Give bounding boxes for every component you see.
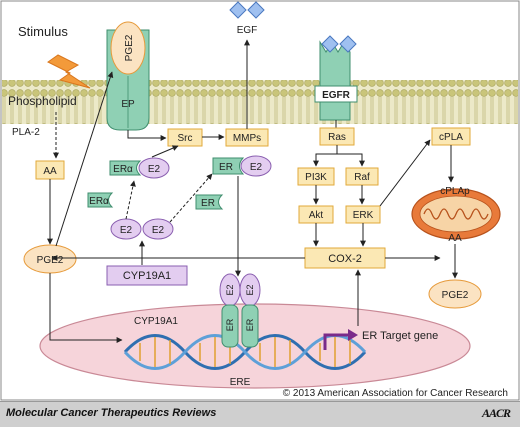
er-dimer-label: ER	[245, 318, 255, 331]
e2-label: E2	[148, 164, 161, 175]
aa-left-label: AA	[43, 166, 57, 177]
stimulus-label: Stimulus	[18, 24, 68, 39]
copyright-text: © 2013 American Association for Cancer R…	[283, 388, 508, 399]
er-free	[195, 194, 224, 210]
akt-label: Akt	[309, 210, 324, 221]
lightning-icon	[47, 54, 91, 89]
pge2-top	[110, 21, 146, 75]
raf-label: Raf	[354, 172, 370, 183]
ras-label: Ras	[328, 132, 346, 143]
cplap-label: cPLAp	[440, 186, 470, 197]
ep-to-src-arrow	[127, 130, 167, 141]
pge2-top-label: PGE2	[124, 34, 135, 61]
er-free-label: ER	[201, 198, 215, 209]
pla2-label: PLA-2	[12, 127, 40, 138]
pge2-right-label: PGE2	[442, 290, 469, 301]
er-alpha-free-label: ERα	[89, 196, 109, 207]
e2-to-er-alpha-arrow	[125, 180, 136, 220]
egfr-ligand-icon	[339, 35, 357, 53]
egf-label: EGF	[237, 25, 258, 36]
src-label: Src	[178, 133, 193, 144]
e2-bound-er	[240, 155, 272, 177]
er-alpha-free	[87, 192, 114, 208]
e2-dimer-label: E2	[245, 284, 255, 295]
dna-helix	[123, 334, 367, 370]
ep-label: EP	[121, 99, 135, 110]
egfr-receptor	[319, 40, 351, 121]
phospholipid-label: Phospholipid	[8, 94, 77, 108]
ras-to-pi3k-arrow	[313, 145, 338, 167]
aacr-logo: AACR	[481, 406, 511, 420]
ere-label: ERE	[230, 377, 251, 388]
er-dimer-label: ER	[225, 318, 235, 331]
ras-to-raf-arrow	[337, 153, 365, 167]
egfr-label-box	[314, 85, 358, 103]
er-alpha-complex	[109, 160, 142, 176]
er-complex-label: ER	[219, 162, 233, 173]
e2-bound-alpha	[138, 157, 170, 179]
er-target-gene-label: ER Target gene	[362, 330, 438, 342]
erk-label: ERK	[353, 210, 374, 221]
e2-to-er-arrow	[169, 173, 213, 223]
cyp19a1-box	[106, 265, 188, 286]
footer-bar: Molecular Cancer Therapeutics Reviews AA…	[0, 401, 520, 427]
egf-diamond-icon	[229, 1, 247, 19]
pi3k-label: PI3K	[305, 172, 327, 183]
pge2-secretion-arrow	[55, 71, 114, 247]
er-complex	[212, 157, 245, 175]
mitochondrion	[411, 188, 501, 240]
promoter-arrow-icon	[323, 333, 350, 350]
pge2-to-dna-arrow	[49, 273, 123, 343]
e2-dimer-label: E2	[225, 284, 235, 295]
signaling-pathway-diagram: Stimulus Phospholipid PLA-2 AA PGE2 EP P…	[0, 0, 520, 401]
e2-label: E2	[250, 162, 263, 173]
cox2-label: COX-2	[328, 253, 362, 265]
cpla-label: cPLA	[439, 132, 463, 143]
pge2-left-label: PGE2	[37, 255, 64, 266]
journal-title: Molecular Cancer Therapeutics Reviews	[6, 407, 217, 419]
cyp19a1-box-label: CYP19A1	[123, 270, 171, 282]
egfr-ligand-icon	[321, 35, 339, 53]
e2-free-2	[142, 218, 174, 240]
e2-label: E2	[120, 225, 133, 236]
aa-mito-label: AA	[448, 233, 462, 244]
mmps-label: MMPs	[233, 133, 261, 144]
cell-membrane	[2, 80, 518, 124]
cyp19a1-dna-label: CYP19A1	[134, 316, 178, 327]
er-dimer	[219, 273, 261, 348]
er-alpha-complex-label: ERα	[113, 164, 133, 175]
erk-to-cpla-arrow	[379, 139, 431, 207]
egf-diamond-icon	[247, 1, 265, 19]
er-alpha-to-src-arrow	[151, 145, 179, 158]
e2-label: E2	[152, 225, 165, 236]
egfr-label: EGFR	[322, 90, 351, 101]
pge2-right	[428, 279, 482, 309]
